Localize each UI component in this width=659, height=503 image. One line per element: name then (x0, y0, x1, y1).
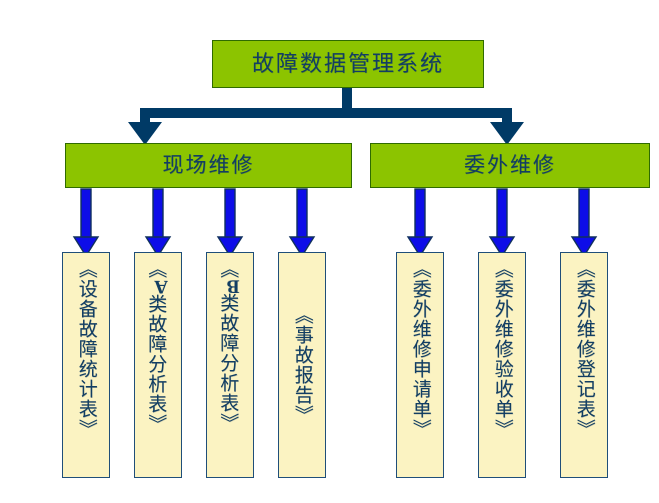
leaf-outsourced-repair-registration[interactable]: 《委外维修登记表》 (560, 252, 608, 478)
leaf-label-3: 《B类故障分析表》 (217, 259, 242, 433)
arrow-to-leaf-1 (72, 188, 100, 258)
node-branch-outsourced-repair[interactable]: 委外维修 (370, 143, 650, 188)
connector-onsite-to-leaves (72, 188, 316, 258)
leaf-3-prefix: 《 (217, 259, 239, 279)
leaf-3-letter: B (225, 275, 240, 297)
node-branch-outsourced-label: 委外维修 (464, 153, 556, 177)
leaf-label-1: 《设备故障统计表》 (75, 259, 97, 439)
leaf-outsourced-repair-acceptance[interactable]: 《委外维修验收单》 (478, 252, 526, 478)
leaf-label-2: 《A类故障分析表》 (145, 259, 170, 434)
leaf-2-letter: A (153, 276, 168, 298)
leaf-accident-report[interactable]: 《事故报告》 (278, 252, 326, 478)
connector-outsourced-to-leaves (406, 188, 598, 258)
arrow-to-leaf-3 (216, 188, 244, 258)
node-branch-onsite-label: 现场维修 (162, 153, 255, 177)
arrow-to-leaf-7 (570, 188, 598, 258)
arrow-to-leaf-5 (406, 188, 434, 258)
leaf-2-rest: 类故障分析表》 (145, 293, 167, 434)
leaf-label-7: 《委外维修登记表》 (573, 259, 595, 439)
leaf-outsourced-repair-application[interactable]: 《委外维修申请单》 (396, 252, 444, 478)
arrow-to-leaf-4 (288, 188, 316, 258)
leaf-equipment-fault-statistics[interactable]: 《设备故障统计表》 (62, 252, 110, 478)
leaf-2-prefix: 《 (145, 259, 167, 279)
leaf-label-6: 《委外维修验收单》 (491, 259, 513, 439)
leaf-3-rest: 类故障分析表》 (217, 292, 239, 433)
arrow-to-leaf-2 (144, 188, 172, 258)
leaf-class-a-fault-analysis[interactable]: 《A类故障分析表》 (134, 252, 182, 478)
arrow-to-leaf-6 (488, 188, 516, 258)
leaf-label-5: 《委外维修申请单》 (409, 259, 431, 439)
leaf-class-b-fault-analysis[interactable]: 《B类故障分析表》 (206, 252, 254, 478)
node-root-label: 故障数据管理系统 (251, 51, 444, 76)
node-root-system[interactable]: 故障数据管理系统 (212, 40, 484, 88)
connector-root-to-branches (128, 88, 524, 145)
node-branch-onsite-repair[interactable]: 现场维修 (65, 143, 352, 188)
leaf-label-4: 《事故报告》 (291, 305, 313, 425)
